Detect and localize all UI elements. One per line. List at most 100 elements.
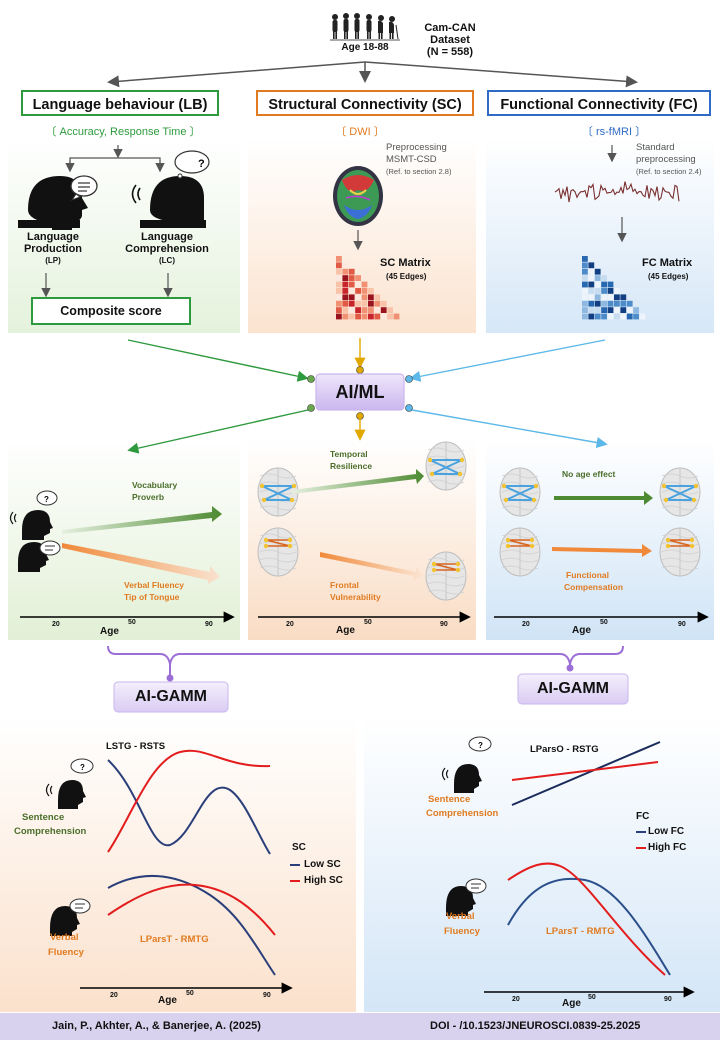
sc-brain-icons xyxy=(257,441,467,601)
matrix-cell xyxy=(614,300,620,307)
sc-preprocessing-line1: Preprocessing xyxy=(386,142,447,153)
matrix-cell xyxy=(380,313,387,320)
gamm-fc-thinking-head: ? xyxy=(441,736,492,793)
matrix-cell xyxy=(607,281,614,288)
matrix-cell xyxy=(336,262,342,269)
lp-label-line2: Production xyxy=(23,243,83,255)
gamm-fc-top-title: LParsO - RSTG xyxy=(530,744,599,755)
frontal-network-brain-icon xyxy=(499,527,541,577)
gamm-sc-verbal-1: Verbal xyxy=(50,932,79,943)
matrix-cell xyxy=(582,313,588,320)
matrix-cell xyxy=(594,313,601,320)
matrix-cell xyxy=(607,313,614,320)
matrix-cell xyxy=(594,275,601,281)
sc-modality: 〔 DWI 〕 xyxy=(335,126,385,138)
matrix-cell xyxy=(588,294,595,301)
matrix-cell xyxy=(633,307,639,313)
gamm-sc-top-title: LSTG - RSTS xyxy=(106,741,166,752)
sc-down-label-2: Vulnerability xyxy=(330,592,381,602)
matrix-cell xyxy=(348,275,355,281)
gamm-fc-sentence-1: Sentence xyxy=(428,794,471,805)
matrix-cell xyxy=(342,307,349,313)
fc-panel-bg xyxy=(486,138,714,333)
matrix-cell xyxy=(355,307,361,313)
matrix-cell xyxy=(336,313,342,320)
gamm-label-sc: AI-GAMM xyxy=(135,688,207,705)
matrix-cell xyxy=(626,300,633,307)
citation: Jain, P., Akhter, A., & Banerjee, A. (20… xyxy=(52,1020,261,1032)
dataset-title: Cam-CAN xyxy=(424,22,476,34)
gamm-age-axes xyxy=(80,982,695,998)
thinking-head-icon: ? xyxy=(131,150,210,228)
fc-matrix-heatmap xyxy=(582,256,646,320)
matrix-cell xyxy=(620,307,627,313)
sc-up-label-1: Temporal xyxy=(330,449,368,459)
sc-increase-arrow xyxy=(292,469,424,494)
aiml-label: AI/ML xyxy=(335,382,385,402)
matrix-cell xyxy=(374,307,381,313)
fc-edges: (45 Edges) xyxy=(648,272,689,281)
composite-score-label: Composite score xyxy=(60,304,162,318)
matrix-cell xyxy=(588,288,595,294)
gamm-sc-verbal-2: Fluency xyxy=(48,947,84,958)
gamm-legend-lines xyxy=(290,831,646,882)
axis-label: Age xyxy=(100,626,119,637)
matrix-cell xyxy=(607,294,614,301)
lb-speaking-head-small xyxy=(18,540,61,572)
dataset-age: Age 18-88 xyxy=(341,42,389,53)
sc-preprocessing-line2: MSMT-CSD xyxy=(386,154,437,165)
axis-tick: 50 xyxy=(600,619,608,626)
lb-increase-arrow xyxy=(62,506,222,534)
matrix-cell xyxy=(588,268,595,275)
gamm-sc-speaking-head xyxy=(50,898,91,936)
matrix-cell xyxy=(374,313,381,320)
fc-down-label-1: Functional xyxy=(566,570,609,580)
ai-input-arrows xyxy=(127,338,606,382)
fc-ref: (Ref. to section 2.4) xyxy=(636,167,702,176)
connector-dot xyxy=(566,664,574,672)
fc-up-label: No age effect xyxy=(562,469,616,479)
matrix-cell xyxy=(582,262,588,269)
gamm-sc-legend-high: High SC xyxy=(304,875,343,886)
connector-dot xyxy=(307,404,315,412)
gamm-sc-sentence-2: Comprehension xyxy=(14,826,87,837)
matrix-cell xyxy=(361,307,368,313)
sc-edges: (45 Edges) xyxy=(386,272,427,281)
matrix-cell xyxy=(368,294,374,301)
axis-tick: 50 xyxy=(364,619,372,626)
lb-branch-arrows xyxy=(41,145,173,298)
matrix-cell xyxy=(601,300,607,307)
gamm-sc-legend-low: Low SC xyxy=(304,859,341,870)
axis-tick: 50 xyxy=(128,619,136,626)
matrix-cell xyxy=(639,313,646,320)
fc-preprocessing-line2: preprocessing xyxy=(636,154,696,165)
sc-down-label-1: Frontal xyxy=(330,580,359,590)
matrix-cell xyxy=(387,307,393,313)
matrix-cell xyxy=(336,268,342,275)
ai-output-arrows xyxy=(127,409,608,454)
gamm-sc-legend-title: SC xyxy=(292,842,306,853)
composite-score-box xyxy=(31,297,191,325)
axis-tick: 20 xyxy=(52,621,60,628)
matrix-cell xyxy=(361,294,368,301)
temporal-network-brain-icon xyxy=(659,467,701,517)
matrix-cell xyxy=(368,307,374,313)
matrix-cell xyxy=(601,313,607,320)
matrix-cell xyxy=(336,256,342,262)
connector-dot xyxy=(356,366,364,374)
fmri-signal-trace xyxy=(554,181,680,203)
lb-header: Language behaviour (LB) xyxy=(21,90,219,116)
matrix-cell xyxy=(336,275,342,281)
svg-text:?: ? xyxy=(198,158,205,170)
gamm-fc-verbal-2: Fluency xyxy=(444,926,480,937)
fc-modality: 〔 rs-fMRI 〕 xyxy=(581,126,647,138)
connector-dot xyxy=(166,674,174,682)
matrix-cell xyxy=(582,268,588,275)
matrix-cell xyxy=(342,262,349,269)
sc-header: Structural Connectivity (SC) xyxy=(256,90,474,116)
matrix-cell xyxy=(614,288,620,294)
brain-dwi-icon xyxy=(333,166,383,226)
lb-measures: 〔 Accuracy, Response Time 〕 xyxy=(45,126,201,138)
axis-tick: 90 xyxy=(678,621,686,628)
lb-thinking-head-small: ? xyxy=(9,490,58,540)
